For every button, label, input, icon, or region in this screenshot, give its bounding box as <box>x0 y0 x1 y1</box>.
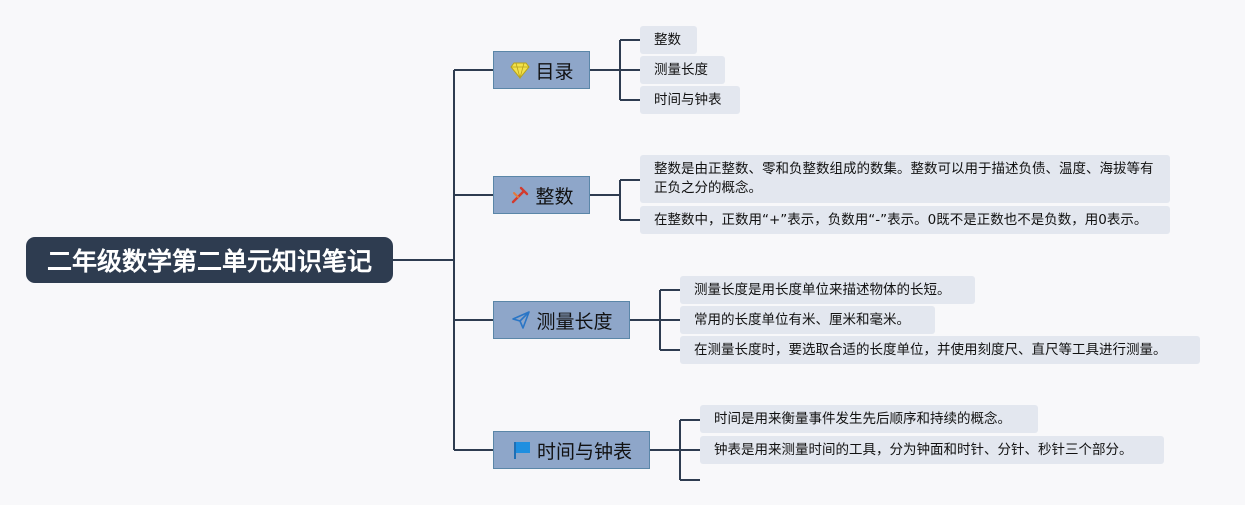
branch-time-clocks[interactable]: 时间与钟表 <box>493 431 650 469</box>
branch-integers[interactable]: 整数 <box>493 176 590 214</box>
branch-catalog[interactable]: 目录 <box>493 51 590 89</box>
branch-label: 目录 <box>535 60 574 83</box>
leaf-item[interactable]: 时间与钟表 <box>640 86 740 114</box>
leaf-item[interactable]: 整数 <box>640 26 697 54</box>
paper-plane-icon <box>510 309 532 331</box>
branch-length-measurement[interactable]: 测量长度 <box>493 301 630 339</box>
leaf-item[interactable]: 测量长度 <box>640 56 725 84</box>
leaf-item[interactable]: 在整数中，正数用“+”表示，负数用“-”表示。0既不是正数也不是负数，用0表示。 <box>640 206 1170 234</box>
tools-icon <box>509 184 531 206</box>
leaf-item[interactable]: 在测量长度时，要选取合适的长度单位，并使用刻度尺、直尺等工具进行测量。 <box>680 336 1200 364</box>
leaf-item[interactable]: 常用的长度单位有米、厘米和毫米。 <box>680 306 935 334</box>
diamond-icon <box>509 59 531 81</box>
leaf-item[interactable]: 测量长度是用长度单位来描述物体的长短。 <box>680 276 975 304</box>
branch-label: 时间与钟表 <box>536 440 632 463</box>
root-title: 二年级数学第二单元知识笔记 <box>46 247 372 276</box>
branch-label: 整数 <box>535 185 574 208</box>
leaf-item[interactable]: 钟表是用来测量时间的工具，分为钟面和时针、分针、秒针三个部分。 <box>700 436 1164 464</box>
root-topic[interactable]: 二年级数学第二单元知识笔记 <box>26 237 393 283</box>
leaf-item[interactable]: 整数是由正整数、零和负整数组成的数集。整数可以用于描述负债、温度、海拔等有正负之… <box>640 155 1170 203</box>
branch-label: 测量长度 <box>536 310 613 333</box>
leaf-item[interactable]: 时间是用来衡量事件发生先后顺序和持续的概念。 <box>700 405 1038 433</box>
flag-icon <box>511 439 533 461</box>
